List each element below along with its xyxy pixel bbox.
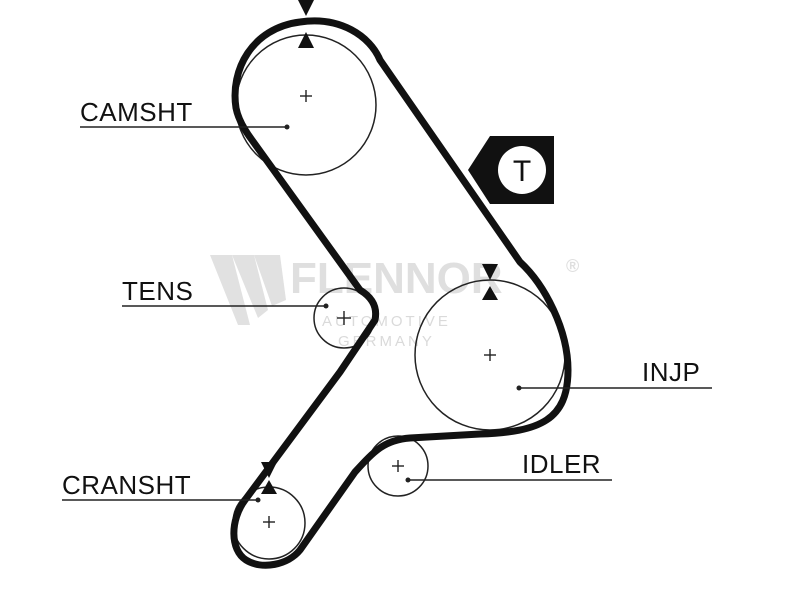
- crankshaft-label: CRANSHT: [62, 470, 191, 500]
- injection-pump-timing-mark-down-icon: [482, 264, 498, 280]
- camshaft-timing-mark-up-icon: [298, 32, 314, 48]
- idler-label: IDLER: [522, 449, 601, 479]
- timing-belt: [230, 17, 572, 569]
- idler-pulley: [367, 435, 429, 497]
- watermark-logo-icon: [210, 255, 286, 325]
- camshaft-pulley: [235, 34, 377, 176]
- crankshaft-timing-mark-up-icon: [261, 480, 277, 494]
- watermark-registered: ®: [566, 256, 579, 276]
- tension-marker-label: T: [513, 155, 531, 188]
- crankshaft-center-icon: [263, 516, 275, 528]
- injection-pump-center-icon: [484, 349, 496, 361]
- camshaft-timing-mark-down-icon: [298, 0, 314, 16]
- camshaft-center-icon: [300, 90, 312, 102]
- idler-center-icon: [392, 460, 404, 472]
- injection-pump-label: INJP: [642, 357, 700, 387]
- tensioner-center-icon: [337, 311, 351, 325]
- watermark-line1: AUTOMOTIVE: [322, 313, 451, 330]
- crankshaft-timing-mark-down-icon: [261, 462, 277, 478]
- tensioner-label: TENS: [122, 276, 193, 306]
- tension-marker-icon: T: [468, 136, 554, 204]
- injection-pump-timing-mark-up-icon: [482, 286, 498, 300]
- watermark-brand: FLENNOR: [290, 254, 503, 303]
- camshaft-label: CAMSHT: [80, 97, 193, 127]
